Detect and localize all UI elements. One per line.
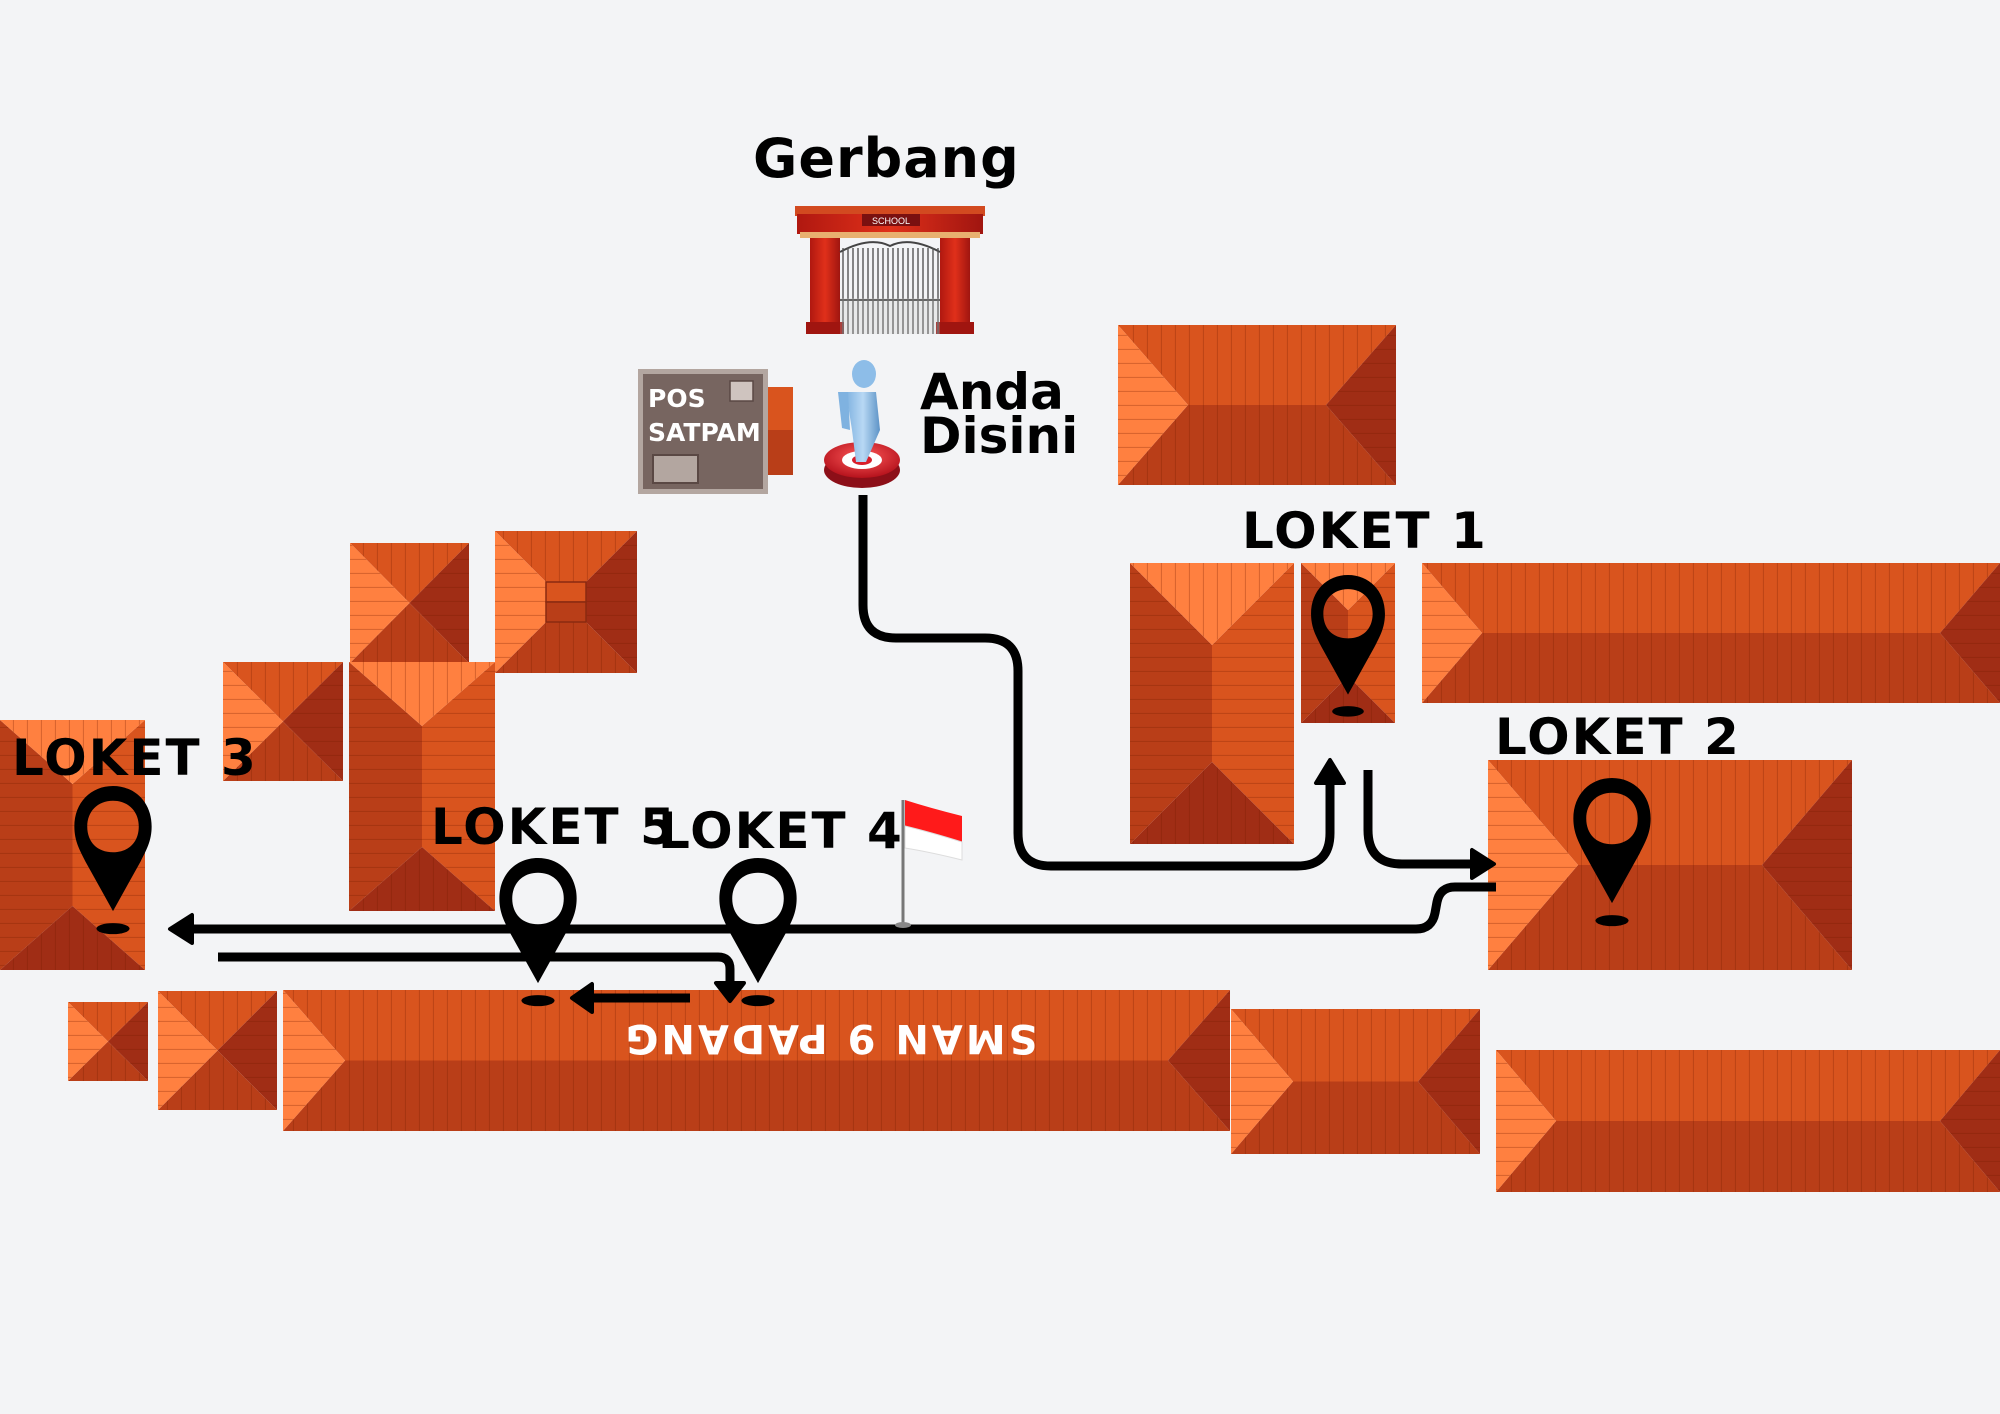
school-name-label: SMAN 9 PADANG [623,1015,1038,1061]
indonesia-flag-icon [895,800,963,928]
security-post-line2: SATPAM [648,418,761,447]
building-loket-3 [0,720,145,970]
loket-4-label[interactable]: LOKET 4 [658,802,904,860]
map-pin-icon-loket-1[interactable] [1311,575,1385,717]
you-are-here-line1: Anda [920,363,1064,421]
building-loket-1-west [1130,563,1294,844]
arrowheads-layer [168,758,1496,1014]
map-pin-icon-loket-2[interactable] [1573,778,1651,927]
routes-layer [185,495,1496,1003]
security-post[interactable] [638,369,793,494]
loket-3-label[interactable]: LOKET 3 [12,729,258,787]
building-square-north [350,543,469,663]
building-square-middle [223,662,343,781]
security-post-line1: POS [648,384,706,413]
building-small-southwest [68,1002,148,1081]
loket-5-label[interactable]: LOKET 5 [431,798,677,856]
building-southeast-long [1496,1050,2000,1192]
arrow-up-icon [1314,758,1346,785]
security-post-label: POS SATPAM [648,382,761,450]
building-courtyard [495,531,637,673]
map-pin-icon-loket-3[interactable] [74,786,152,935]
arrow-right-icon [1470,848,1496,880]
loket-2-label[interactable]: LOKET 2 [1495,708,1741,766]
school-gate-icon[interactable]: SCHOOL [795,206,985,334]
you-are-here-icon [824,360,900,488]
arrow-left-icon [570,982,594,1014]
pins-layer [74,575,1651,1007]
route-loket-1-to-loket-2 [1363,770,1478,869]
route-loket-3-to-loket-4 [218,952,735,985]
building-east-long [1422,563,2000,703]
you-are-here-line2: Disini [920,407,1079,465]
building-south-middle [1231,1009,1480,1154]
arrow-left-icon [168,913,194,945]
arrow-down-icon [714,981,746,1003]
building-northeast [1118,325,1396,485]
building-central-tall [349,662,495,911]
route-loket-2-to-loket-3 [185,882,1496,934]
gate-label: Gerbang [753,127,1020,190]
route-to-loket-1 [858,495,1335,871]
map-pin-icon-loket-4[interactable] [719,858,797,1007]
buildings-layer [0,325,2000,1192]
building-square-southwest [158,991,277,1110]
building-loket-2 [1488,760,1852,970]
building-main-sman9 [283,990,1230,1131]
map-pin-icon-loket-5[interactable] [499,858,577,1007]
loket-1-label[interactable]: LOKET 1 [1242,502,1488,560]
you-are-here-label: Anda Disini [920,363,1079,465]
gate-sign-text: SCHOOL [872,216,910,226]
